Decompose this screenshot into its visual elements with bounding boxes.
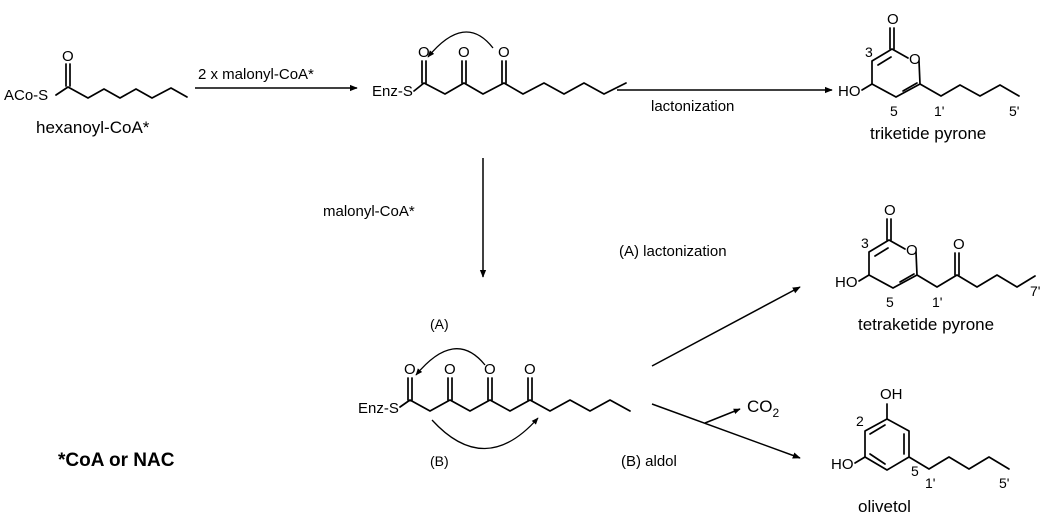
tetra-pyrone-position-7p: 7' [1030,283,1040,299]
tetraketide-pyrone-label: tetraketide pyrone [858,315,994,334]
tetra-pyrone-position-3: 3 [861,235,869,251]
tetraketide-intermediate-structure: Enz-S O O O O (A) (B) [358,316,631,469]
step1-arrow-group: 2 x malonyl-CoA* [195,66,358,92]
olivetol-structure: OH HO 2 5 1' 5' olivetol [831,386,1010,516]
step2-arrow-group: malonyl-CoA* [323,158,487,278]
curl-label-b: (B) [430,453,449,469]
tetra-pyrone-side-ketone-oxygen: O [953,236,965,253]
tetra-pyrone-hydroxyl: HO [835,274,858,291]
triketide-position-3: 3 [865,44,873,60]
tetra-pyrone-position-1p: 1' [932,294,942,310]
triketide-ring-oxygen: O [909,51,921,68]
path-a-label: (A) lactonization [619,243,727,260]
thioester-oxygen: O [418,44,430,61]
tetra-pyrone-position-5: 5 [886,294,894,310]
curl-label-a: (A) [430,316,449,332]
olivetol-position-5: 5 [911,463,919,479]
triketide-intermediate-structure: Enz-S O O O [372,31,627,100]
tetra-thioester-oxygen: O [404,361,416,378]
triketide-hydroxyl: HO [838,83,861,100]
hexanoyl-coa-structure: ACo-S O hexanoyl-CoA* [4,48,188,137]
olivetol-top-hydroxyl: OH [880,386,903,403]
path-b-arrow [651,403,801,459]
triketide-position-5p: 5' [1009,103,1019,119]
keto-oxygen-2: O [498,44,510,61]
tetraketide-pyrone-structure: O O HO O 3 5 1' 7' tetraketide pyrone [835,202,1040,334]
olivetol-label: olivetol [858,497,911,516]
step1-reagent: 2 x malonyl-CoA* [198,66,314,83]
path-a-arrow [651,286,801,367]
hexanoyl-carbonyl-oxygen: O [62,48,74,65]
triketide-pyrone-structure: O O HO 3 5 1' 5' triketide pyrone [838,11,1020,143]
tetra-pyrone-carbonyl-oxygen: O [884,202,896,219]
triketide-pyrone-label: triketide pyrone [870,124,986,143]
olivetol-position-2: 2 [856,413,864,429]
enz-s-atom-label-2: Enz-S [358,400,399,417]
triketide-position-1p: 1' [934,103,944,119]
olivetol-left-hydroxyl: HO [831,456,854,473]
lactonization-label: lactonization [651,98,734,115]
co2-label: CO2 [747,397,780,420]
tetra-keto-oxygen-3: O [524,361,536,378]
tetra-keto-oxygen-2: O [484,361,496,378]
path-a-curved-arrow [415,348,486,376]
path-b-label: (B) aldol [621,453,677,470]
co2-subscript: 2 [773,406,780,420]
lactonization-arrow-group: lactonization [617,86,833,115]
lactonization-curved-arrow [427,31,494,58]
path-b-arrow-group: CO2 (B) aldol [621,397,801,470]
aco-s-atom-label: ACo-S [4,87,48,104]
path-a-arrow-group: (A) lactonization [619,243,801,367]
enz-s-atom-label: Enz-S [372,83,413,100]
olivetol-position-5p: 5' [999,475,1009,491]
path-b-curved-arrow [431,417,539,450]
co2-text: CO [747,397,773,416]
hexanoyl-coa-label: hexanoyl-CoA* [36,118,150,137]
keto-oxygen-1: O [458,44,470,61]
triketide-carbonyl-oxygen: O [887,11,899,28]
tetra-keto-oxygen-1: O [444,361,456,378]
footnote: *CoA or NAC [58,450,175,471]
co2-release-arrow [704,408,741,424]
triketide-position-5: 5 [890,103,898,119]
step2-reagent: malonyl-CoA* [323,203,415,220]
tetra-pyrone-ring-oxygen: O [906,242,918,259]
olivetol-position-1p: 1' [925,475,935,491]
